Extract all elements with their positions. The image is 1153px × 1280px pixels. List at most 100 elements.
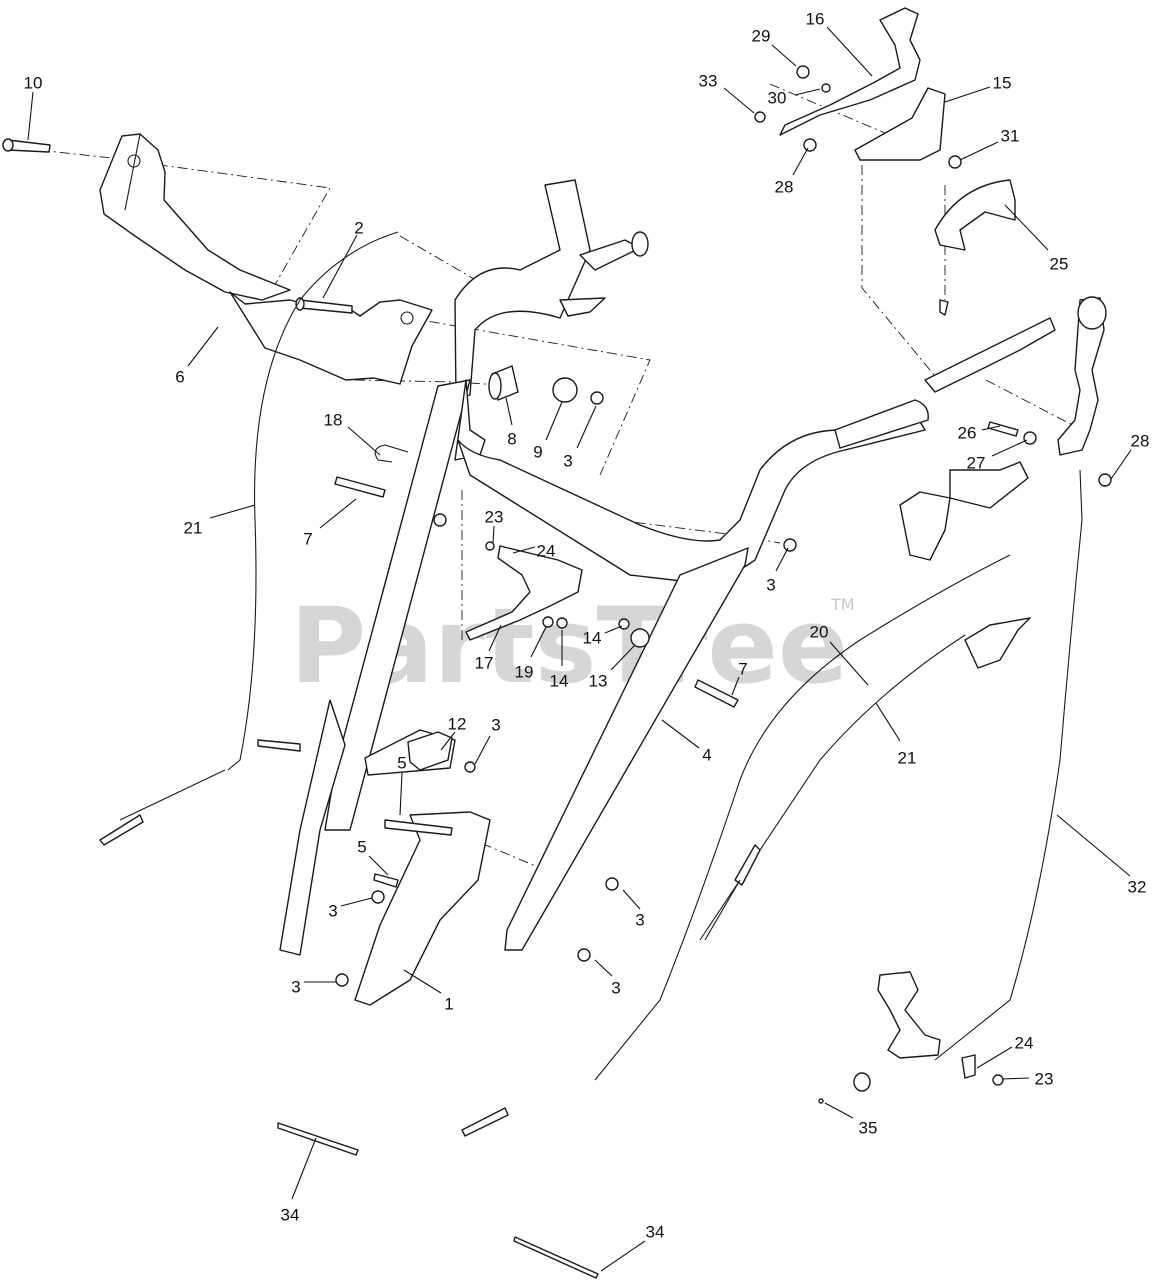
callout-leader-line — [474, 735, 491, 765]
callout-number: 18 — [324, 410, 343, 429]
callout-leader-line — [826, 26, 873, 77]
callout-3b: 3 — [766, 547, 789, 594]
callout-leader-line — [794, 88, 821, 96]
callout-number: 20 — [810, 622, 829, 641]
callout-number: 14 — [583, 628, 602, 647]
callout-number: 28 — [1131, 431, 1150, 450]
callout-number: 17 — [475, 653, 494, 672]
bolt-part — [295, 297, 353, 314]
nut-3-parts — [335, 538, 797, 987]
callout-leader-line — [600, 1240, 646, 1272]
callout-number: 9 — [533, 442, 542, 461]
callout-number: 14 — [550, 671, 569, 690]
callout-leader-line — [981, 425, 1001, 431]
callout-23a: 23 — [485, 507, 503, 544]
callout-number: 3 — [766, 575, 775, 594]
lever-bracket-parts — [465, 541, 650, 648]
callout-5a: 5 — [397, 753, 407, 816]
callout-number: 26 — [958, 423, 977, 442]
callout-16: 16 — [806, 9, 873, 77]
callout-leader-line — [1056, 814, 1131, 877]
callout-number: 10 — [24, 73, 43, 92]
shift-lever-parts — [754, 7, 962, 169]
callout-leader-line — [319, 498, 357, 529]
callout-33: 33 — [699, 71, 755, 114]
callout-28a: 28 — [775, 147, 809, 196]
callout-leader-line — [340, 897, 373, 907]
callout-29: 29 — [752, 26, 797, 67]
pin-part — [2, 138, 51, 153]
callout-number: 35 — [859, 1118, 878, 1137]
bolt-5-parts — [257, 739, 453, 888]
callout-26: 26 — [958, 423, 1001, 442]
callout-number: 2 — [354, 218, 363, 237]
callout-leader-line — [792, 147, 809, 176]
callout-number: 8 — [507, 429, 516, 448]
callout-leader-line — [991, 439, 1028, 457]
callout-number: 1 — [444, 994, 453, 1013]
callout-number: 32 — [1128, 877, 1147, 896]
callout-3c: 3 — [474, 715, 501, 765]
callout-leader-line — [399, 772, 403, 816]
callout-leader-line — [505, 397, 513, 426]
hook-part — [374, 444, 409, 463]
callout-17: 17 — [475, 624, 502, 672]
callout-34a: 34 — [281, 1137, 317, 1224]
callout-number: 21 — [184, 518, 203, 537]
callout-number: 7 — [738, 659, 747, 678]
callout-23b: 23 — [1002, 1069, 1053, 1088]
callout-14a: 14 — [583, 625, 623, 647]
callout-leader-line — [604, 625, 623, 634]
callout-10: 10 — [24, 73, 43, 141]
callout-leader-line — [875, 702, 901, 742]
callout-leader-line — [1110, 449, 1132, 480]
callout-27: 27 — [967, 439, 1028, 472]
callout-3d: 3 — [328, 897, 373, 920]
callout-leader-line — [661, 719, 700, 749]
callout-28b: 28 — [1110, 431, 1150, 480]
callout-8: 8 — [505, 397, 517, 448]
callout-number: 19 — [515, 662, 534, 681]
callout-number: 34 — [281, 1205, 300, 1224]
callout-leader-line — [488, 624, 502, 652]
watermark-trademark: TM — [830, 595, 855, 614]
callout-leader-line — [291, 1137, 317, 1200]
callout-34b: 34 — [600, 1222, 665, 1272]
callout-2: 2 — [322, 218, 364, 299]
callout-7b: 7 — [731, 659, 748, 696]
callout-number: 3 — [291, 977, 300, 996]
upper-handle-bar-part — [99, 133, 433, 385]
callout-12: 12 — [440, 714, 466, 751]
callout-5b: 5 — [357, 837, 389, 876]
callout-1: 1 — [403, 969, 454, 1013]
callout-leader-line — [610, 644, 636, 671]
callout-13: 13 — [589, 644, 636, 690]
callout-20: 20 — [810, 622, 869, 686]
callout-15: 15 — [944, 73, 1011, 103]
callout-3f: 3 — [291, 977, 336, 996]
callout-number: 5 — [357, 837, 366, 856]
callout-18: 18 — [324, 410, 381, 456]
callout-number: 3 — [611, 978, 620, 997]
callout-leader-line — [594, 959, 613, 977]
callout-leader-line — [576, 405, 597, 449]
callout-leader-line — [492, 525, 495, 544]
callout-number: 24 — [537, 541, 556, 560]
callout-number: 31 — [1001, 126, 1020, 145]
callout-number: 28 — [775, 177, 794, 196]
callout-leader-line — [368, 855, 389, 876]
callout-19: 19 — [515, 626, 547, 681]
callout-number: 24 — [1015, 1033, 1034, 1052]
cable-tie-parts — [277, 1122, 599, 1279]
callout-leader-line — [27, 91, 34, 141]
callout-4: 4 — [661, 719, 712, 764]
bracket-12-part — [407, 731, 453, 771]
callout-leader-line — [512, 546, 536, 554]
callout-21b: 21 — [875, 702, 916, 767]
callout-number: 5 — [397, 753, 406, 772]
callout-number: 3 — [328, 901, 337, 920]
callout-leader-line — [209, 504, 256, 519]
callout-number: 34 — [646, 1222, 665, 1241]
callout-number: 4 — [702, 745, 711, 764]
